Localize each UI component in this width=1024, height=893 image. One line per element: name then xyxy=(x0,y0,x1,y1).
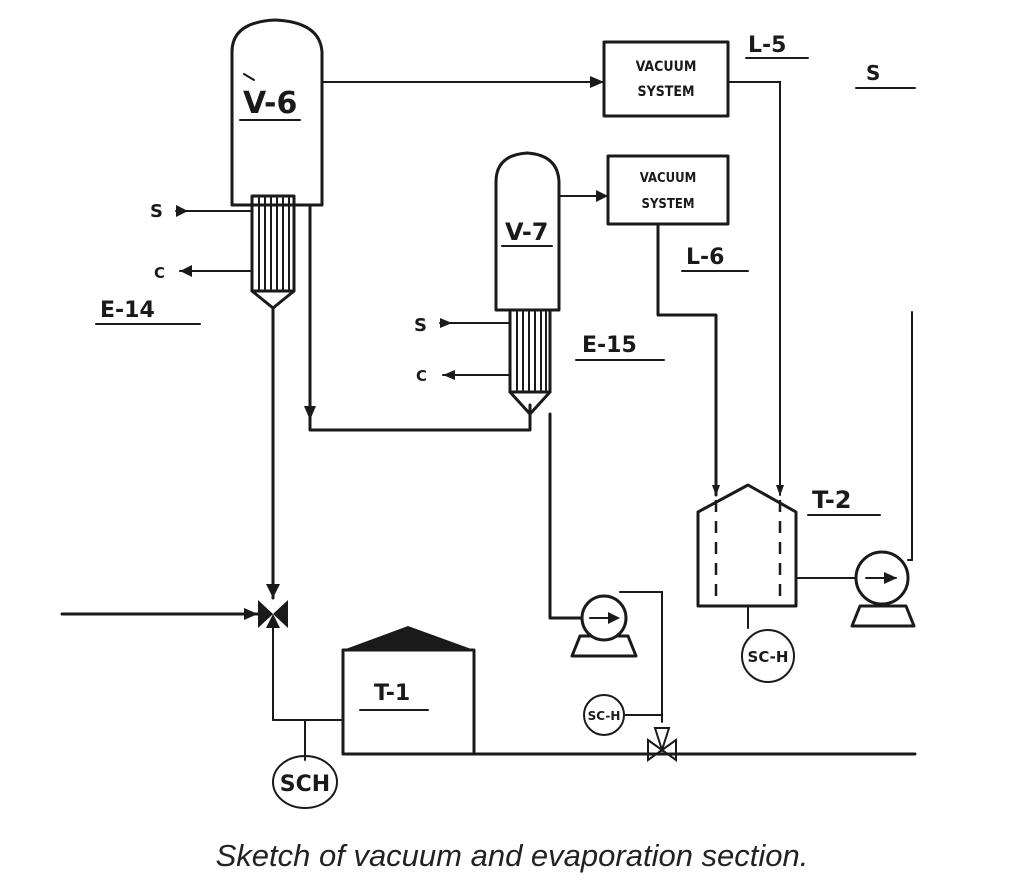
v6-vapour-line xyxy=(321,76,605,88)
label-s-top: S xyxy=(866,61,880,85)
vacuum-system-2-line2: SYSTEM xyxy=(642,197,695,212)
label-steam-e14: S xyxy=(150,201,163,222)
controller-sch-mid-label: SC-H xyxy=(588,709,621,723)
vessel-v7 xyxy=(494,151,561,312)
line-l5 xyxy=(727,81,781,496)
vessel-v6 xyxy=(230,18,324,207)
label-t2: T-2 xyxy=(812,486,852,514)
label-steam-e15: S xyxy=(414,315,427,336)
e14-steam-inlet xyxy=(175,205,253,217)
tank-t2 xyxy=(696,483,798,629)
vacuum-system-1-line1: VACUUM xyxy=(636,59,697,75)
v6-side-outlet xyxy=(304,203,532,432)
controller-sch-t2-label: SC-H xyxy=(748,648,789,666)
vacuum-system-1: VACUUM SYSTEM xyxy=(602,40,730,118)
vacuum-system-2-line1: VACUUM xyxy=(640,171,696,186)
three-way-valve-main xyxy=(258,600,344,721)
process-flow-diagram: VACUUM SYSTEM VACUUM SYSTEM xyxy=(60,18,917,809)
v7-vapour-line xyxy=(558,190,609,202)
pump-2 xyxy=(795,311,916,628)
controller-sch-t2: SC-H xyxy=(741,629,795,683)
label-cond-e15: C xyxy=(416,367,427,385)
tank-t1: T-1 xyxy=(341,626,476,756)
pump-1 xyxy=(570,591,663,723)
feed-line xyxy=(60,608,260,620)
label-e14: E-14 xyxy=(100,298,155,323)
heat-exchanger-e15 xyxy=(508,308,552,416)
heat-exchanger-e14 xyxy=(250,194,296,310)
vacuum-system-2: VACUUM SYSTEM xyxy=(606,154,730,226)
label-l5: L-5 xyxy=(748,33,786,58)
line-l6 xyxy=(656,222,718,497)
e15-condensate-outlet xyxy=(442,370,511,380)
vacuum-system-1-line2: SYSTEM xyxy=(638,84,695,100)
e14-condensate-outlet xyxy=(179,265,253,277)
figure-caption: Sketch of vacuum and evaporation section… xyxy=(215,838,809,873)
controller-sch-t1-label: SCH xyxy=(280,772,330,797)
controller-sch-t1: SCH xyxy=(272,719,338,809)
controller-sch-mid: SC-H xyxy=(583,694,663,736)
label-cond-e14: C xyxy=(154,264,165,282)
v6-bottom-line xyxy=(266,306,280,600)
label-v6: V-6 xyxy=(243,86,297,121)
label-l6: L-6 xyxy=(686,245,724,270)
tank-t1-label: T-1 xyxy=(374,681,410,706)
e15-steam-inlet xyxy=(439,318,511,328)
label-v7: V-7 xyxy=(505,218,549,246)
e15-bottom-line xyxy=(548,412,584,620)
label-e15: E-15 xyxy=(582,333,637,358)
